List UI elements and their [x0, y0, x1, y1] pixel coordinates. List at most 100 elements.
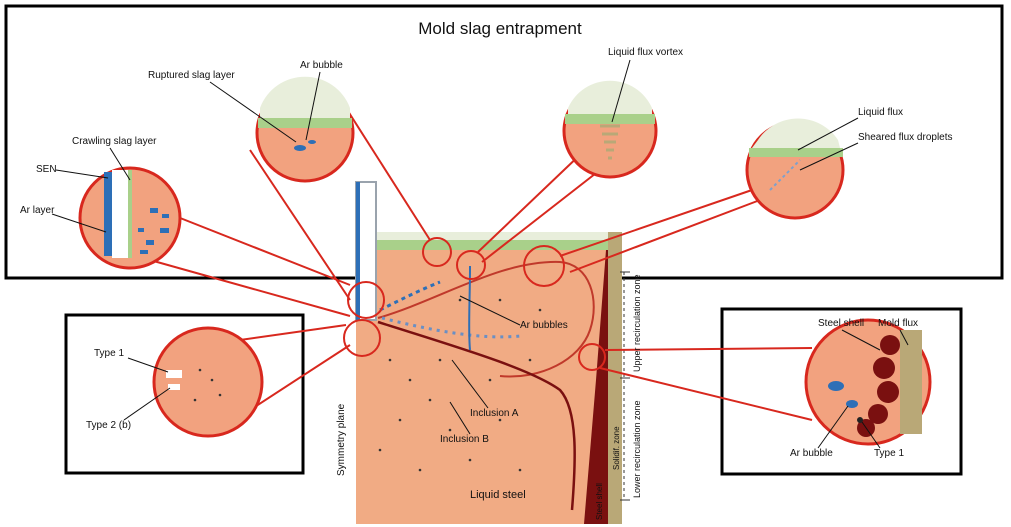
inclusion-dot	[418, 468, 422, 472]
leader-mold-flux	[899, 329, 909, 346]
leader-ar-bubble-top	[305, 71, 321, 141]
callout-line	[599, 367, 813, 421]
label-liquid-steel: Liquid steel	[470, 489, 526, 501]
jet-curve	[377, 320, 576, 511]
ar-bubble	[160, 228, 169, 233]
inclusion-dot	[398, 418, 402, 422]
leader-vortex	[611, 59, 631, 123]
label-inclusion-b: Inclusion B	[440, 434, 489, 445]
label-mold-flux: Mold flux	[878, 318, 918, 329]
label-ar-bubble-right: Ar bubble	[790, 448, 833, 459]
bubble-stream-2	[381, 316, 521, 339]
vortex-band-light	[568, 80, 652, 114]
callout-line	[169, 213, 351, 286]
inclusion-dot	[538, 308, 542, 312]
type-dots	[193, 368, 222, 402]
callout-line	[345, 107, 431, 241]
label-steel-shell: Steel shell	[818, 318, 864, 329]
callout-line	[249, 344, 351, 411]
ar-bubbles-sen	[138, 208, 169, 254]
leader-inclusion-b	[449, 401, 471, 435]
inclusion-right	[857, 417, 863, 423]
zoom-circle-types	[152, 326, 264, 438]
callout-line	[569, 199, 761, 273]
inclusion-dot	[438, 358, 442, 362]
inclusion-dot	[458, 298, 462, 302]
label-symmetry-plane: Symmetry plane	[336, 403, 347, 476]
inclusion-dot	[518, 468, 522, 472]
zoom-circle-shell-fill	[804, 318, 932, 446]
label-type1-right: Type 1	[874, 448, 904, 459]
label-ar-bubbles: Ar bubbles	[520, 320, 568, 331]
label-upper-recirculation: Upper recirculation zone	[632, 274, 642, 372]
sen-wall-blue	[356, 182, 360, 320]
zoom-marker-vortex	[456, 250, 486, 280]
slag-layer-green	[366, 240, 608, 250]
leader-type1-right	[861, 421, 881, 449]
label-steel-shell-vertical: Steel shell	[595, 483, 604, 520]
ar-bubble	[162, 214, 169, 218]
label-ruptured-slag-layer: Ruptured slag layer	[148, 70, 235, 81]
ar-bubble-right-shape	[828, 381, 844, 391]
zoom-circle-sheared-droplets	[745, 118, 845, 220]
mold-cross-section	[343, 181, 630, 524]
type-dot	[198, 368, 202, 372]
callout-line	[149, 259, 351, 317]
inclusion-dot	[528, 358, 532, 362]
leader-type1-left	[127, 357, 169, 373]
liquid-steel-region	[356, 232, 608, 524]
label-sen: SEN	[36, 164, 57, 175]
callout-line	[239, 324, 347, 341]
type-marker	[166, 370, 182, 378]
label-lower-recirculation: Lower recirculation zone	[632, 400, 642, 498]
shell-blobs	[857, 335, 900, 437]
leader-ar-bubble-right	[817, 405, 849, 449]
callout-line	[559, 189, 753, 257]
slag-layer-light	[366, 232, 608, 240]
leader-ar-layer	[51, 213, 107, 233]
diagram-title: Mold slag entrapment	[418, 19, 582, 38]
zoom-circle-shell	[804, 318, 932, 446]
label-ar-layer: Ar layer	[20, 205, 55, 216]
leader-ruptured	[209, 81, 297, 143]
inclusion-dot	[448, 428, 452, 432]
callout-line	[604, 347, 813, 351]
inclusion-dot	[488, 378, 492, 382]
zoom-marker-ruptured	[422, 237, 452, 267]
leader-sheared	[799, 142, 859, 171]
sheared-band-light	[752, 118, 840, 148]
sen-zoom-white	[112, 170, 128, 258]
zoom-circle-flux-vortex	[562, 80, 658, 179]
label-ar-bubble-top: Ar bubble	[300, 60, 343, 71]
leader-steel-shell	[841, 329, 881, 351]
label-inclusion-a: Inclusion A	[470, 408, 519, 419]
zoom-circle-sen	[78, 166, 182, 270]
callout-line	[249, 149, 351, 301]
leader-inclusion-a	[451, 359, 489, 409]
type-dot	[193, 398, 197, 402]
vortex-spiral	[600, 124, 620, 160]
vortex-band-green	[565, 114, 655, 124]
mold-flux-strip	[608, 232, 622, 524]
ar-bubble	[138, 228, 144, 232]
ar-bubble-top-shape	[294, 145, 306, 151]
shell-blob	[868, 404, 888, 424]
inclusion-dot	[428, 398, 432, 402]
ruptured-slag-band-light	[260, 76, 350, 118]
shell-blob	[880, 335, 900, 355]
ar-bubble-top-shape	[308, 140, 316, 144]
callout-line	[477, 149, 586, 253]
leader-type2	[123, 387, 171, 421]
inclusion-dot	[468, 458, 472, 462]
mold-flux-zoom	[900, 330, 922, 434]
zoom-circle-ruptured-slag	[255, 76, 355, 183]
type-marker	[168, 384, 180, 390]
ar-bubble	[150, 208, 158, 213]
zoom-marker-sen	[347, 281, 385, 319]
upper-flow-curve	[377, 260, 595, 378]
inclusion-dot	[498, 418, 502, 422]
leader-ar-bubbles	[459, 295, 521, 326]
droplet-trail	[769, 159, 801, 191]
sen-zoom-blue	[104, 172, 112, 256]
